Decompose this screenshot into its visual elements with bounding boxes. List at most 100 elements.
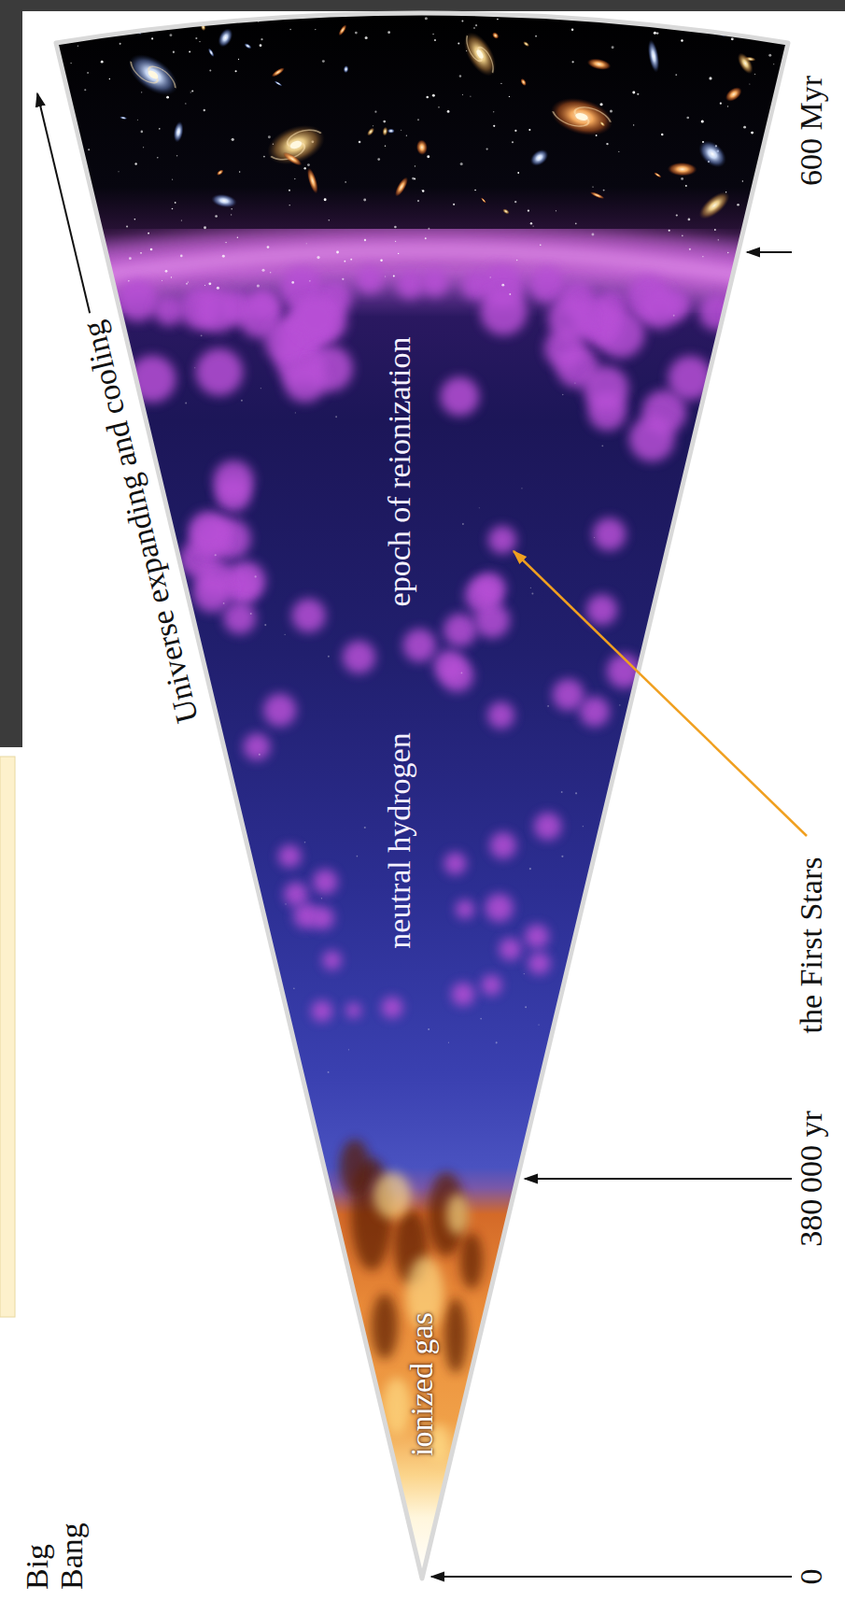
ionized-bubble bbox=[443, 613, 477, 647]
galaxy bbox=[281, 149, 304, 169]
star bbox=[288, 189, 291, 192]
time-label: 380 000 yr bbox=[793, 1110, 829, 1247]
galaxy-disc bbox=[305, 166, 322, 195]
ionized-bubble bbox=[403, 628, 437, 662]
spiral-arm bbox=[550, 109, 591, 129]
star bbox=[230, 213, 232, 215]
star bbox=[437, 106, 440, 109]
star bbox=[490, 276, 492, 278]
star bbox=[521, 487, 522, 489]
ionized-bubble bbox=[583, 366, 629, 411]
spiral-arm bbox=[574, 104, 614, 125]
galaxy bbox=[646, 38, 662, 73]
star bbox=[303, 167, 306, 169]
galaxy bbox=[337, 23, 349, 37]
star bbox=[195, 37, 198, 40]
star bbox=[424, 16, 428, 20]
star bbox=[462, 94, 464, 96]
star bbox=[161, 280, 163, 282]
star bbox=[254, 575, 257, 578]
star bbox=[61, 15, 64, 18]
star bbox=[508, 96, 510, 98]
star bbox=[742, 180, 745, 183]
galaxy-disc bbox=[694, 186, 734, 225]
galaxy bbox=[457, 27, 504, 82]
star bbox=[134, 162, 137, 165]
star bbox=[191, 89, 194, 92]
ionized-bubble bbox=[488, 525, 517, 554]
spiral-arm bbox=[477, 44, 498, 73]
star bbox=[372, 125, 374, 127]
star bbox=[527, 209, 530, 212]
star bbox=[459, 74, 462, 77]
star bbox=[289, 28, 291, 30]
ionized-bubble bbox=[638, 287, 680, 329]
star bbox=[413, 178, 416, 181]
galaxy bbox=[521, 40, 531, 48]
ionized-bubble bbox=[322, 950, 342, 971]
galaxy bbox=[519, 77, 528, 87]
star bbox=[514, 200, 517, 203]
ionized-bubble bbox=[292, 598, 326, 633]
star bbox=[537, 1024, 539, 1026]
galaxy bbox=[501, 207, 511, 215]
galaxy bbox=[722, 84, 745, 105]
galaxy-disc bbox=[598, 119, 606, 127]
star bbox=[788, 25, 789, 27]
star bbox=[377, 157, 381, 161]
star bbox=[150, 248, 154, 252]
galaxy-disc bbox=[734, 50, 757, 77]
ionized-bubble bbox=[310, 906, 335, 930]
galaxy bbox=[526, 145, 551, 169]
star bbox=[686, 116, 690, 120]
star bbox=[127, 280, 129, 282]
time-arrow bbox=[431, 1575, 792, 1578]
galaxy-core bbox=[475, 48, 485, 60]
star bbox=[259, 43, 263, 47]
gas-shadow bbox=[339, 1139, 370, 1196]
ionized-bubble bbox=[433, 649, 465, 682]
star bbox=[109, 78, 111, 80]
star bbox=[184, 102, 186, 104]
galaxy-disc bbox=[261, 117, 330, 172]
star bbox=[190, 91, 192, 93]
star bbox=[188, 50, 191, 53]
star bbox=[529, 867, 532, 870]
galaxy bbox=[261, 117, 330, 172]
star bbox=[495, 1041, 498, 1043]
star bbox=[768, 54, 772, 57]
galaxy bbox=[242, 42, 253, 51]
star bbox=[394, 240, 396, 242]
star bbox=[718, 239, 719, 240]
star bbox=[327, 655, 330, 658]
star bbox=[460, 162, 464, 166]
ionized-bubble bbox=[421, 268, 449, 296]
star bbox=[364, 239, 367, 241]
star bbox=[365, 36, 368, 40]
star bbox=[561, 790, 564, 793]
star bbox=[119, 42, 122, 45]
star bbox=[447, 110, 451, 113]
star bbox=[478, 507, 480, 508]
star bbox=[653, 31, 657, 35]
ionized-bubble bbox=[381, 996, 404, 1018]
galaxy-disc bbox=[546, 91, 617, 142]
star bbox=[140, 91, 142, 93]
galaxy-disc bbox=[722, 84, 745, 105]
star bbox=[314, 28, 316, 30]
star bbox=[341, 278, 344, 281]
star bbox=[603, 189, 606, 192]
star bbox=[486, 147, 489, 150]
gas-glow bbox=[373, 1171, 411, 1219]
star bbox=[496, 18, 499, 21]
star bbox=[702, 255, 704, 257]
star bbox=[561, 855, 564, 858]
ionized-bubble bbox=[758, 308, 789, 339]
star bbox=[335, 415, 338, 418]
star bbox=[336, 251, 339, 254]
ionized-bubble bbox=[278, 844, 302, 868]
ionized-bubble bbox=[311, 999, 333, 1021]
star bbox=[727, 105, 729, 107]
